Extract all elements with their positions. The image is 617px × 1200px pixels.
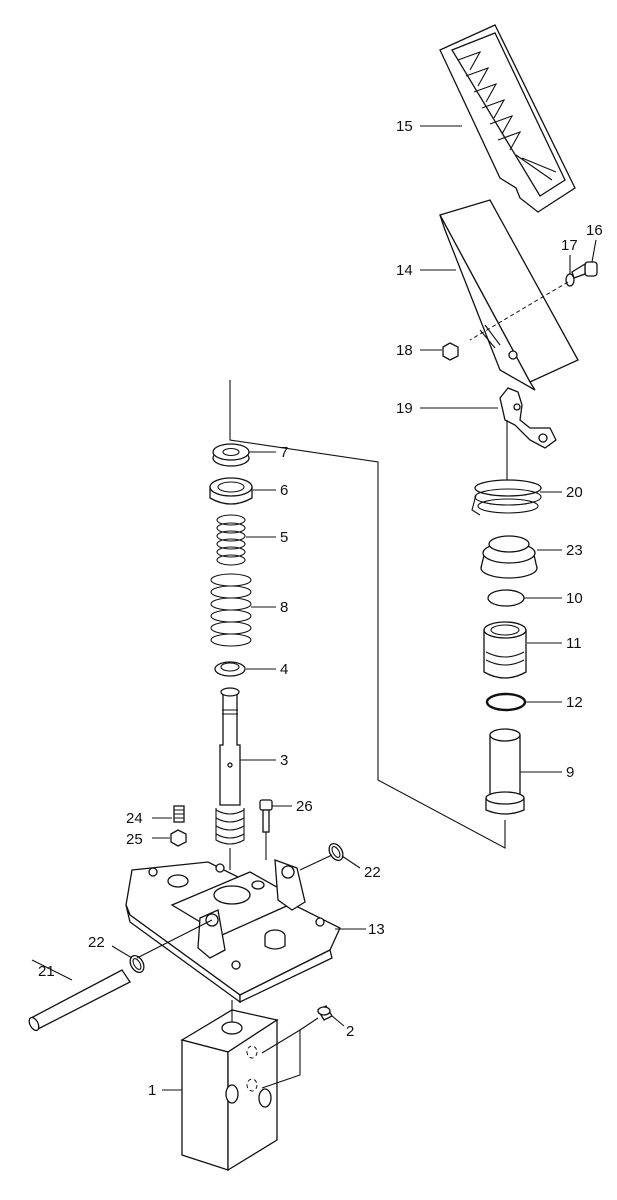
plug-ref-line (261, 1029, 301, 1089)
callout-15: 15 (396, 118, 413, 135)
spring-8 (210, 573, 252, 647)
o-ring-10 (487, 589, 525, 607)
callout-9: 9 (566, 764, 574, 781)
callout-26: 26 (296, 798, 313, 815)
callout-12: 12 (566, 694, 583, 711)
washer-4 (214, 661, 246, 677)
ring-22-top (328, 842, 344, 862)
callout-20: 20 (566, 484, 583, 501)
callout-21: 21 (38, 963, 55, 980)
plunger-9 (485, 728, 525, 815)
callout-13: 13 (368, 921, 385, 938)
callout-14: 14 (396, 262, 413, 279)
base-plate-13 (125, 859, 341, 1004)
callout-1: 1 (148, 1082, 156, 1099)
callout-19: 19 (396, 400, 413, 417)
seal-7 (212, 443, 250, 467)
callout-16: 16 (586, 222, 603, 239)
spring-5 (216, 514, 246, 566)
valve-block-1 (180, 1000, 279, 1172)
callout-18: 18 (396, 342, 413, 359)
callout-3: 3 (280, 752, 288, 769)
spool-3 (215, 687, 245, 870)
callout-6: 6 (280, 482, 288, 499)
hidden-axis-16 (469, 281, 569, 341)
pin-axis-line-top (299, 854, 333, 871)
callout-23: 23 (566, 542, 583, 559)
spring-20 (471, 479, 542, 516)
washer-17 (565, 273, 575, 287)
leader-lines (31, 125, 597, 1091)
callout-5: 5 (280, 529, 288, 546)
cap-6 (209, 477, 253, 505)
pedal-pad (439, 24, 576, 213)
callout-11: 11 (566, 635, 582, 652)
cap-screw-26 (259, 799, 273, 860)
boot-23 (480, 535, 538, 579)
nut-25 (170, 829, 187, 847)
bolt-16 (571, 261, 598, 279)
plug-2 (317, 1005, 333, 1021)
plug-ref-line-2 (299, 1017, 319, 1031)
pin-21 (28, 969, 131, 1032)
callout-4: 4 (280, 661, 288, 678)
callout-22-right: 22 (364, 864, 381, 881)
callout-25: 25 (126, 831, 143, 848)
callout-10: 10 (566, 590, 583, 607)
callout-2: 2 (346, 1023, 354, 1040)
pin-axis-line (136, 919, 213, 959)
callout-24: 24 (126, 810, 143, 827)
set-screw-24 (173, 805, 185, 823)
callout-7: 7 (280, 444, 288, 461)
ring-22-left (129, 954, 145, 974)
bushing-11 (483, 621, 527, 679)
nut-18 (442, 342, 459, 361)
assembly-connector-line (229, 380, 506, 849)
o-ring-12 (485, 692, 527, 712)
callout-22-left: 22 (88, 934, 105, 951)
callout-8: 8 (280, 599, 288, 616)
pedal-body (439, 199, 579, 391)
bracket-19 (499, 387, 557, 480)
callout-17: 17 (561, 237, 578, 254)
